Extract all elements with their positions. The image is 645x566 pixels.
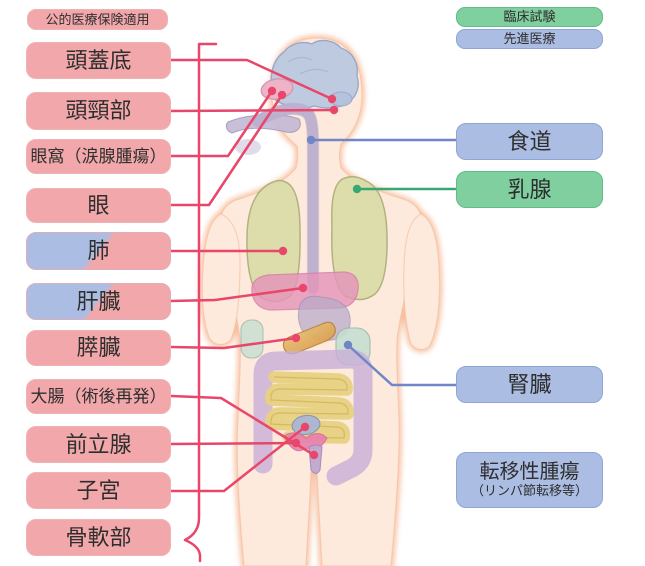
label-esophagus: 食道: [456, 123, 603, 160]
green-connector-dot: [352, 184, 362, 194]
label-liver: 肝臓: [26, 283, 171, 320]
connector-colon: [169, 394, 316, 457]
label-pancreas: 膵臓: [26, 330, 171, 366]
legend-public-insurance: 公的医療保険適用: [27, 9, 168, 30]
lungs-shape: [246, 175, 388, 303]
connector-head-neck: [169, 108, 336, 113]
label-lung: 肺: [26, 232, 171, 270]
connector-liver: [169, 286, 305, 303]
connector-uterus: [169, 425, 307, 493]
red-connectors: [169, 42, 336, 563]
connector-kidney: [346, 343, 458, 387]
label-kidney: 腎臓: [456, 366, 603, 403]
small-intestine-shape: [265, 371, 354, 444]
blue-connector-dots: [306, 135, 353, 350]
bracket-line: [183, 42, 218, 563]
label-prostate: 前立腺: [26, 426, 171, 463]
metastatic-tumor-sub: （リンパ節転移等）: [470, 483, 588, 499]
label-uterus: 子宮: [26, 472, 171, 509]
red-connector-dots: [267, 86, 339, 460]
blue-connectors: [309, 138, 458, 387]
label-metastatic-tumor: 転移性腫瘍 （リンパ節転移等）: [456, 452, 603, 508]
metastatic-tumor-main: 転移性腫瘍: [479, 461, 580, 484]
large-intestine-shape: [253, 349, 373, 486]
connector-orbit: [169, 89, 274, 158]
connector-skull-base: [169, 58, 334, 101]
label-eye: 眼: [26, 188, 171, 223]
rectum-shape: [308, 444, 323, 474]
lung-right-shape: [331, 175, 388, 301]
legend-advanced-medical: 先進医療: [456, 29, 603, 49]
label-orbit: 眼窩（涙腺腫瘍）: [26, 139, 171, 174]
connector-eye: [169, 93, 284, 207]
label-breast: 乳腺: [456, 171, 603, 208]
connector-pancreas: [169, 336, 298, 350]
label-head-neck: 頭頸部: [26, 92, 171, 130]
legend-clinical-trial: 臨床試験: [456, 7, 603, 27]
label-colon: 大腸（術後再発）: [26, 379, 171, 414]
label-skull-base: 頭蓋底: [26, 42, 171, 79]
kidney-left-shape: [240, 319, 264, 359]
label-bone-soft-tissue: 骨軟部: [26, 519, 171, 556]
connector-prostate: [169, 441, 298, 446]
